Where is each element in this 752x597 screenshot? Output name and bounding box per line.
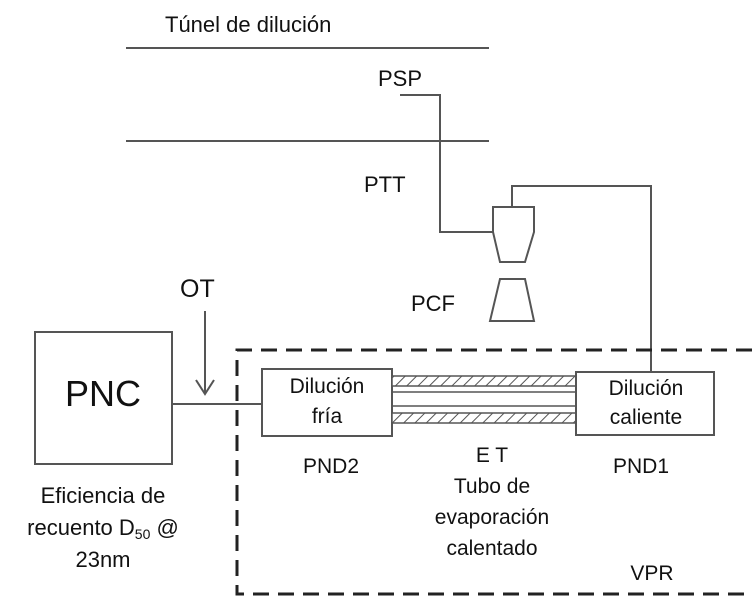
pnc-box [34,331,173,465]
tunnel-label: Túnel de dilución [165,12,331,37]
ot-arrow-head-icon [195,379,215,396]
hot-dilution-label-line2: caliente [610,406,682,429]
evaporation-tube-upper [391,375,577,387]
hot-dilution-box [575,371,715,436]
pcf-cyclone-cup-icon [488,278,536,322]
efficiency-line2-main: recuento D [27,515,135,540]
efficiency-at-sign: @ [150,515,178,540]
cold-dilution-label-line2: fría [312,405,343,428]
efficiency-line2: recuento D50 @ [27,515,179,542]
efficiency-line1: Eficiencia de [41,483,166,508]
efficiency-subscript: 50 [135,526,151,542]
ot-label: OT [180,275,215,303]
pcf-cyclone-icon [492,206,535,263]
vpr-dashed-boundary [235,348,752,596]
pnd1-label: PND1 [613,455,669,478]
ptt-label: PTT [364,172,406,197]
et-label: E T [476,444,508,467]
pcf-to-hot-dilution-line [511,185,652,372]
et-desc-line2: evaporación [435,506,549,529]
et-desc-line3: calentado [446,537,537,560]
pnc-label: PNC [65,373,141,414]
evaporation-tube-lower [391,412,577,424]
pnd2-label: PND2 [303,455,359,478]
efficiency-line3: 23nm [75,547,130,572]
psp-ptt-line [400,94,493,233]
hot-dilution-label-line1: Dilución [609,377,684,400]
pcf-label: PCF [411,291,455,316]
vpr-label: VPR [630,562,673,585]
cold-dilution-box [261,368,393,437]
psp-label: PSP [378,66,422,91]
et-desc-line1: Tubo de [454,475,530,498]
cold-dilution-label-line1: Dilución [290,375,365,398]
